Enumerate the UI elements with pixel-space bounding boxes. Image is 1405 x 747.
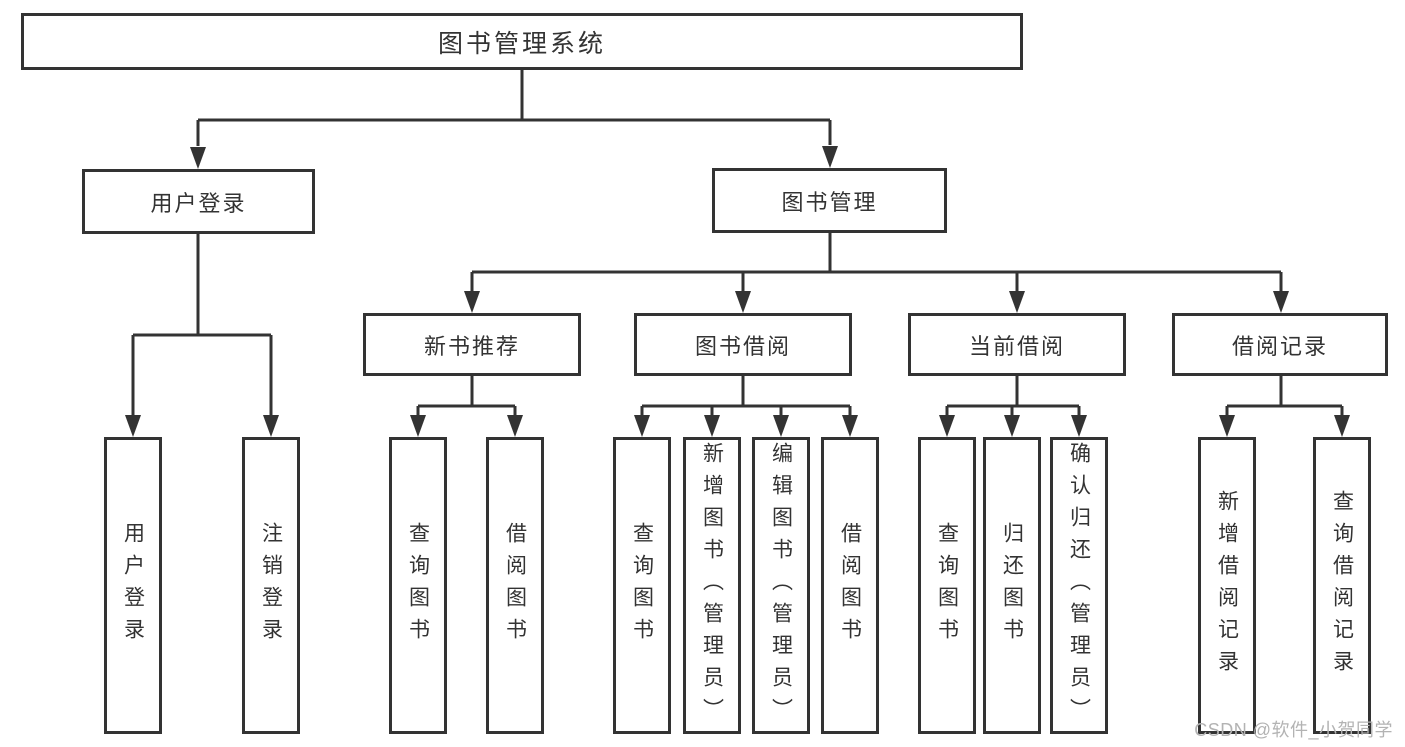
- connector-new-book-children: [410, 376, 523, 437]
- leaf-borrow-books: 借阅图书: [821, 437, 879, 734]
- leaf-user-login-label: 用户登录: [121, 521, 145, 650]
- leaf-query-books-current-label: 查询图书: [935, 521, 959, 650]
- leaf-borrow-books-label: 借阅图书: [838, 521, 862, 650]
- leaf-edit-books-admin: 编辑图书（管理员）: [752, 437, 810, 734]
- leaf-logout: 注销登录: [242, 437, 300, 734]
- leaf-return-books-label: 归还图书: [1000, 521, 1024, 650]
- leaf-add-books-admin-label: 新增图书（管理员）: [700, 441, 724, 730]
- leaf-query-books-borrow-label: 查询图书: [630, 521, 654, 650]
- leaf-user-login: 用户登录: [104, 437, 162, 734]
- node-book-borrow: 图书借阅: [634, 313, 852, 376]
- leaf-borrow-books-recommend-label: 借阅图书: [503, 521, 527, 650]
- leaf-query-books-recommend: 查询图书: [389, 437, 447, 734]
- connector-user-login-children: [125, 234, 279, 437]
- leaf-add-borrow-record: 新增借阅记录: [1198, 437, 1256, 734]
- leaf-edit-books-admin-label: 编辑图书（管理员）: [769, 441, 793, 730]
- node-library-management-system: 图书管理系统: [21, 13, 1023, 70]
- leaf-query-borrow-record-label: 查询借阅记录: [1330, 489, 1354, 682]
- leaf-add-borrow-record-label: 新增借阅记录: [1215, 489, 1239, 682]
- leaf-return-books: 归还图书: [983, 437, 1041, 734]
- leaf-borrow-books-recommend: 借阅图书: [486, 437, 544, 734]
- connector-borrow-records-children: [1219, 376, 1350, 437]
- node-borrow-records: 借阅记录: [1172, 313, 1388, 376]
- node-new-book-recommend: 新书推荐: [363, 313, 581, 376]
- connector-book-management-children: [464, 233, 1289, 313]
- leaf-add-books-admin: 新增图书（管理员）: [683, 437, 741, 734]
- leaf-confirm-return-admin: 确认归还（管理员）: [1050, 437, 1108, 734]
- node-book-management: 图书管理: [712, 168, 947, 233]
- connector-current-borrow-children: [939, 376, 1087, 437]
- node-user-login: 用户登录: [82, 169, 315, 234]
- node-current-borrow: 当前借阅: [908, 313, 1126, 376]
- leaf-query-books-borrow: 查询图书: [613, 437, 671, 734]
- leaf-logout-label: 注销登录: [259, 521, 283, 650]
- leaf-query-books-recommend-label: 查询图书: [406, 521, 430, 650]
- connector-book-borrow-children: [634, 376, 858, 437]
- connector-root-to-level2: [190, 68, 838, 169]
- leaf-query-borrow-record: 查询借阅记录: [1313, 437, 1371, 734]
- leaf-query-books-current: 查询图书: [918, 437, 976, 734]
- csdn-watermark: CSDN @软件_小贺同学: [1194, 720, 1393, 740]
- leaf-confirm-return-admin-label: 确认归还（管理员）: [1067, 441, 1091, 730]
